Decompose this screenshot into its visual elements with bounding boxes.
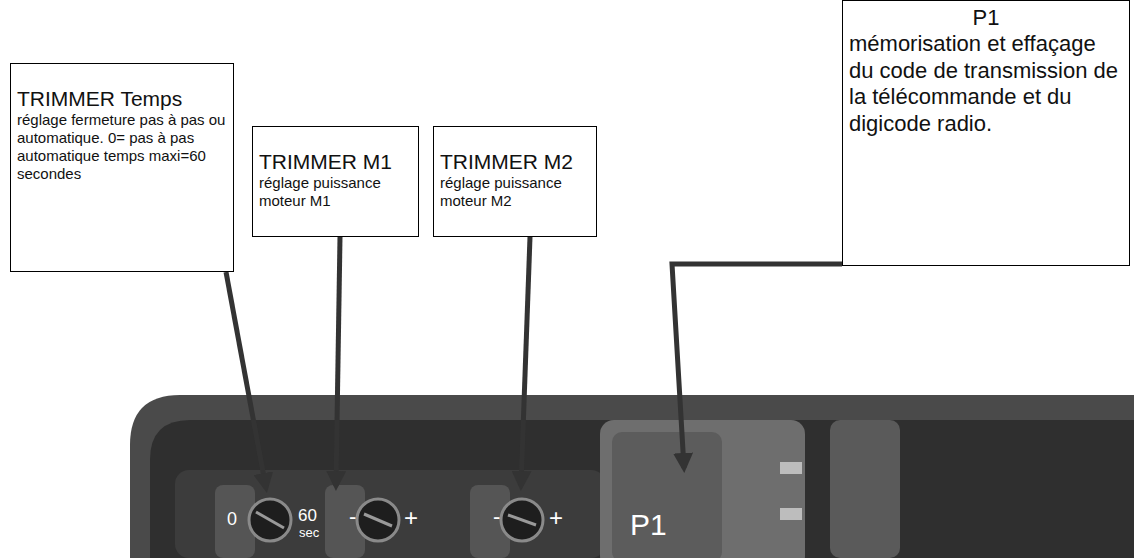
minus-sign: -	[349, 506, 356, 528]
callout-box: TRIMMER Tempsréglage fermeture pas à pas…	[10, 63, 234, 272]
button-label: P1	[630, 510, 667, 540]
callout-text: réglage puissance moteur M1	[259, 174, 412, 210]
callout-heading: TRIMMER M2	[440, 149, 590, 174]
callout-heading: TRIMMER M1	[259, 149, 412, 174]
scale-mark: 0	[227, 510, 237, 528]
minus-sign: -	[493, 506, 500, 528]
callout-box: P1mémorisation et effaçage du code de tr…	[842, 0, 1130, 266]
callout-heading: P1	[849, 5, 1123, 31]
callout-heading: TRIMMER Temps	[17, 86, 227, 111]
callout-text: réglage puissance moteur M2	[440, 174, 590, 210]
scale-mark: 60	[298, 507, 317, 524]
leader-arrows	[226, 237, 842, 488]
plus-sign: +	[404, 506, 418, 530]
plus-sign: +	[549, 506, 563, 530]
trimmer-knobs	[249, 499, 543, 541]
callout-box: TRIMMER M1réglage puissance moteur M1	[252, 126, 419, 237]
callout-text: mémorisation et effaçage du code de tran…	[849, 31, 1123, 137]
callout-box: TRIMMER M2réglage puissance moteur M2	[433, 126, 597, 237]
callout-text: réglage fermeture pas à pas ou automatiq…	[17, 111, 227, 183]
scale-unit: sec	[299, 526, 319, 539]
p1-button	[600, 420, 900, 558]
